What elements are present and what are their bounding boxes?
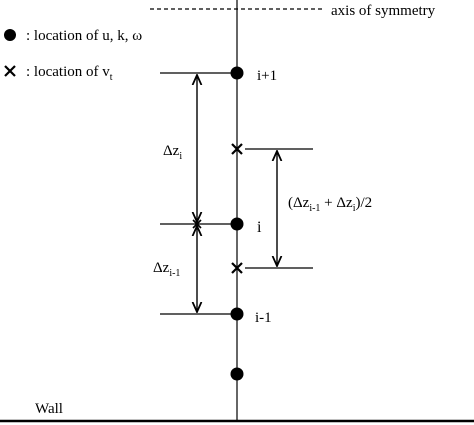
legend-dot-icon — [4, 29, 16, 41]
node-label-lower: i-1 — [255, 310, 272, 326]
node-dot-upper — [230, 66, 244, 80]
legend-dot-text: : location of u, k, ω — [26, 28, 142, 44]
node-dot-bottom — [230, 367, 244, 381]
face-cross-lower — [231, 262, 243, 274]
node-label-upper: i+1 — [257, 68, 277, 84]
dz-upper-label: Δzi — [163, 143, 182, 162]
axis-of-symmetry-label: axis of symmetry — [331, 3, 436, 19]
legend-cross-text: : location of vt — [26, 64, 113, 83]
legend-cross-icon — [4, 65, 16, 77]
cross-marker-arrow-junction — [192, 219, 202, 229]
wall-label: Wall — [35, 401, 63, 417]
node-dot-middle — [230, 217, 244, 231]
node-label-middle: i — [257, 219, 262, 236]
dz-mid-label: (Δzi-1 + Δzi)/2 — [288, 195, 372, 214]
face-cross-upper — [231, 143, 243, 155]
dz-lower-label: Δzi-1 — [153, 260, 180, 279]
node-dot-lower — [230, 307, 244, 321]
